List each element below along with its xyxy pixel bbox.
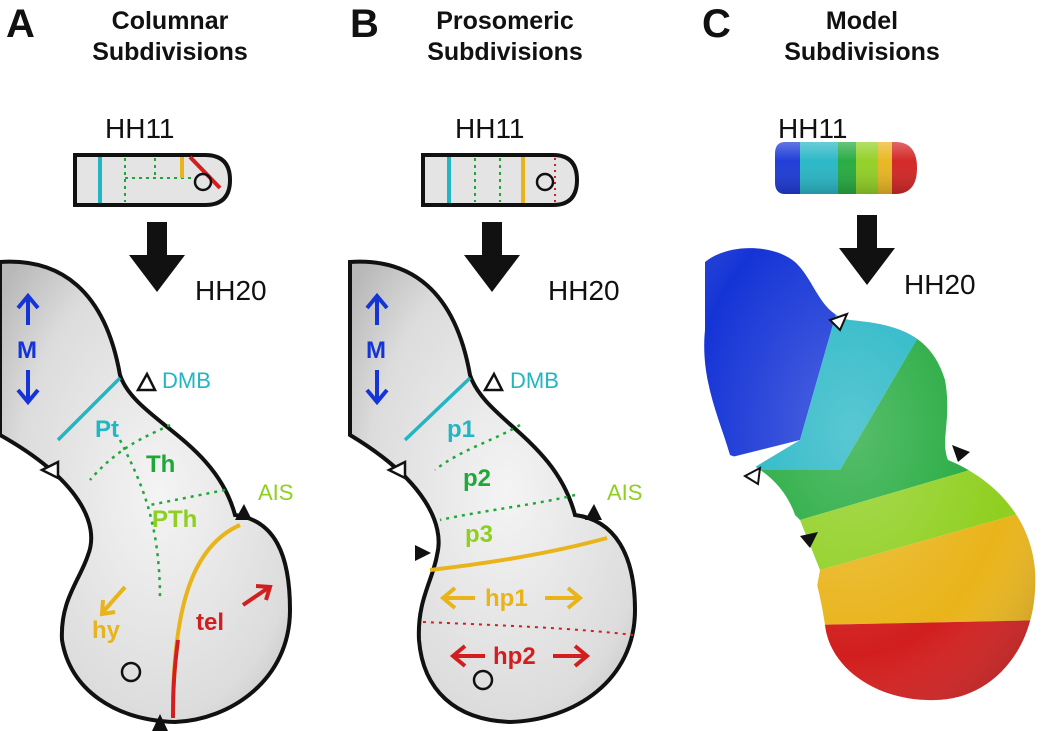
dmb-open-triangle: [482, 371, 505, 392]
m-arrow-up: [365, 292, 389, 325]
region-label-p1: p1: [447, 416, 475, 443]
pt-th-boundary: [89, 423, 171, 481]
stage-label-bottom: HH20: [195, 275, 267, 306]
m-arrow-down: [16, 370, 40, 406]
ais-boundary: [429, 536, 608, 572]
hh11-tel-line: [188, 155, 222, 190]
region-label-hp2: hp2: [493, 643, 536, 670]
panel-title: Prosomeric Subdivisions: [427, 7, 583, 66]
p2-p3-boundary: [439, 493, 576, 522]
hp2-arrow-left: [449, 644, 485, 668]
panel-title: Columnar Subdivisions: [92, 7, 248, 66]
boundary-label-ais: AIS: [258, 480, 293, 505]
stage-label-top: HH11: [778, 113, 848, 144]
ventral-open-triangle: [39, 459, 60, 481]
hh20-neural-tube: [348, 259, 638, 725]
boundary-label-dmb: DMB: [510, 368, 559, 393]
tel-boundary: [171, 639, 180, 719]
solid-triangle-bottom: [800, 532, 818, 548]
left-solid-triangle: [415, 545, 431, 561]
region-label-th: Th: [146, 451, 175, 478]
stage-label-bottom: HH20: [548, 275, 620, 306]
p1-p2-boundary: [434, 423, 521, 471]
eye-circle: [535, 172, 555, 192]
panel-letter: C: [702, 2, 731, 46]
panel-prosomeric: B Prosomeric Subdivisions HH11 HH20 M DM…: [345, 0, 690, 731]
region-label-hy: hy: [92, 617, 121, 644]
region-label-hp1: hp1: [485, 585, 528, 612]
ais-solid-triangle: [235, 504, 252, 520]
region-label-p3: p3: [465, 521, 493, 548]
panel-letter: A: [6, 2, 35, 46]
ais-solid-triangle: [585, 504, 602, 520]
region-label-p2: p2: [463, 465, 491, 492]
hp1-arrow-right: [545, 586, 584, 610]
open-triangle-top: [828, 312, 849, 332]
columnar-diagram: HH11 HH20 M DMB AIS Pt Th: [0, 113, 293, 731]
hh11-model-rod: [775, 142, 917, 194]
stage-label-top: HH11: [105, 113, 175, 144]
stage-label-top: HH11: [455, 113, 525, 144]
region-label-m: M: [366, 337, 386, 364]
columnar-diagonal: [118, 439, 162, 601]
hy-arrow: [99, 585, 127, 617]
dmb-boundary: [403, 376, 472, 442]
boundary-label-dmb: DMB: [162, 368, 211, 393]
hh20-neural-tube: [0, 259, 293, 725]
ventral-open-triangle: [386, 459, 407, 481]
eye-circle: [120, 661, 142, 683]
stage-label-bottom: HH20: [904, 269, 976, 300]
eye-circle: [193, 172, 213, 192]
bottom-solid-triangle: [152, 714, 168, 731]
eye-circle: [472, 669, 494, 691]
dmb-boundary: [56, 376, 122, 442]
dmb-open-triangle: [135, 371, 158, 392]
region-label-pt: Pt: [95, 416, 119, 443]
hp1-hp2-boundary: [422, 621, 634, 636]
hp1-arrow-left: [439, 586, 475, 610]
region-label-tel: tel: [196, 609, 224, 636]
hp2-arrow-right: [553, 644, 591, 668]
hh20-model-shape: [704, 248, 1036, 701]
hh11-tube: [73, 153, 233, 207]
m-arrow-up: [16, 292, 40, 325]
development-arrow: [839, 215, 895, 285]
m-arrow-down: [365, 370, 389, 406]
development-arrow: [129, 222, 185, 292]
development-arrow: [464, 222, 520, 292]
solid-triangle-right: [952, 445, 970, 462]
prosomeric-diagram: HH11 HH20 M DMB AIS p1 p2 p3 hp1 hp2: [348, 113, 642, 725]
region-label-m: M: [17, 337, 37, 364]
panel-letter: B: [350, 2, 379, 46]
boundary-label-ais: AIS: [607, 480, 642, 505]
tel-arrow: [241, 584, 273, 607]
panel-model: C Model Subdivisions HH11 HH20: [690, 0, 1050, 731]
model-diagram: HH11 HH20: [704, 113, 1036, 701]
open-triangle-left: [742, 466, 762, 486]
panel-columnar: A Columnar Subdivisions HH11 HH20 M DMB: [0, 0, 345, 731]
panel-title: Model Subdivisions: [784, 7, 940, 66]
region-label-pth: PTh: [152, 506, 197, 533]
